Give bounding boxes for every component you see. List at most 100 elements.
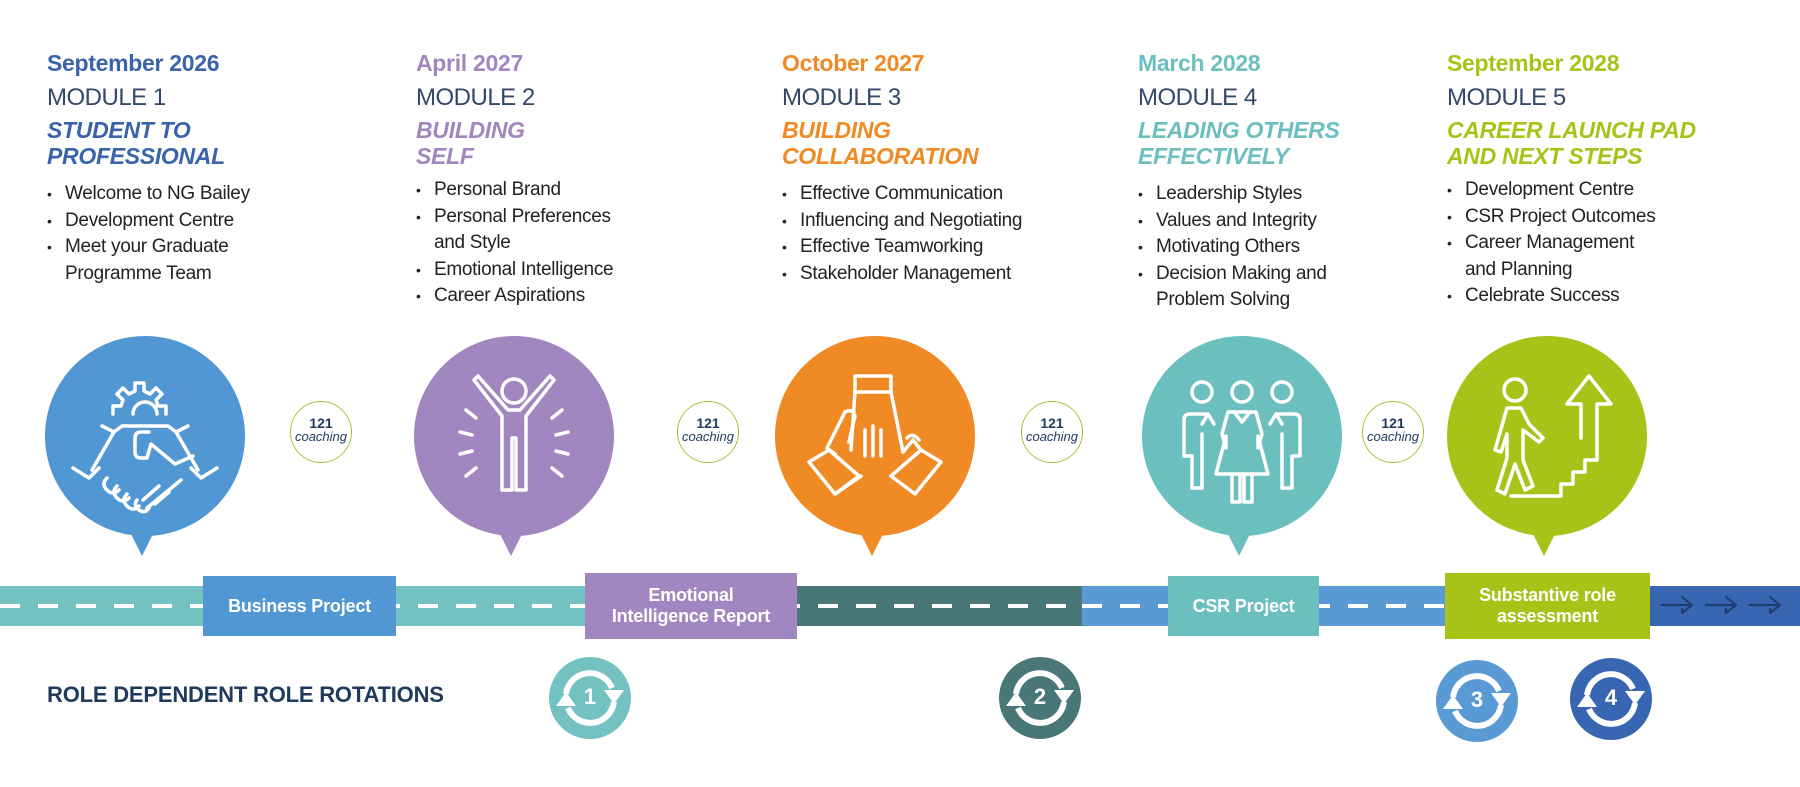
module-1-bubble — [45, 336, 245, 556]
list-item: Values and Integrity — [1138, 208, 1468, 235]
module-date: September 2026 — [47, 50, 220, 76]
timeline-segment-navy — [1650, 586, 1800, 626]
list-item: Career Management and Planning — [1447, 230, 1665, 283]
rotation-number: 1 — [583, 684, 597, 709]
module-title: BUILDING COLLABORATION — [782, 117, 1112, 169]
module-date: March 2028 — [1138, 50, 1261, 76]
rotation-3: 3 — [1435, 659, 1519, 743]
list-item: Development Centre — [47, 208, 377, 235]
list-item: Emotional Intelligence — [416, 257, 746, 284]
module-title-line: BUILDING — [782, 117, 891, 143]
rotation-cycle-icon — [1436, 660, 1518, 742]
module-title-line: LEADING OTHERS — [1138, 117, 1340, 143]
module-title-line: STUDENT TO — [47, 117, 191, 143]
list-item: Development Centre — [1447, 177, 1777, 204]
person-climbing-stairs-icon — [1493, 374, 1613, 498]
coaching-badge-2: 121 coaching — [677, 401, 739, 463]
coaching-label: coaching — [681, 429, 735, 444]
rotation-4: 4 — [1569, 657, 1653, 741]
rotation-number: 2 — [1033, 684, 1047, 709]
milestone-emotional-intelligence-report: Emotional Intelligence Report — [585, 573, 797, 639]
module-title: BUILDING SELF — [416, 117, 746, 169]
module-column-1: September 2026 MODULE 1 STUDENT TO PROFE… — [47, 48, 377, 287]
milestone-csr-project: CSR Project — [1168, 576, 1319, 636]
coaching-badge-3: 121 coaching — [1021, 401, 1083, 463]
rotation-cycle-icon — [999, 657, 1081, 739]
module-title-line: BUILDING — [416, 117, 525, 143]
list-item: Celebrate Success — [1447, 283, 1777, 310]
module-title-line: AND NEXT STEPS — [1447, 143, 1643, 169]
milestone-label: Business Project — [228, 595, 371, 616]
module-title: CAREER LAUNCH PAD AND NEXT STEPS — [1447, 117, 1777, 169]
list-item: Motivating Others — [1138, 234, 1468, 261]
list-item: Decision Making and Problem Solving — [1138, 261, 1356, 314]
module-topic-list: Effective Communication Influencing and … — [782, 181, 1112, 287]
module-date: October 2027 — [782, 50, 925, 76]
module-3-bubble — [775, 336, 975, 556]
list-item: Stakeholder Management — [782, 261, 1112, 288]
list-item: Effective Teamworking — [782, 234, 1112, 261]
milestone-label: CSR Project — [1192, 595, 1295, 616]
group-of-people-icon — [1182, 380, 1302, 504]
list-item: Influencing and Negotiating — [782, 208, 1112, 235]
module-title-line: EFFECTIVELY — [1138, 143, 1289, 169]
coaching-number: 121 — [696, 415, 720, 431]
milestone-label-line: Substantive role — [1479, 585, 1616, 605]
rotation-1: 1 — [548, 656, 632, 740]
track-dashes — [1082, 604, 1650, 608]
coaching-number: 121 — [309, 415, 333, 431]
rotation-2: 2 — [998, 656, 1082, 740]
list-item: Welcome to NG Bailey — [47, 181, 377, 208]
milestone-label-line: assessment — [1496, 606, 1599, 626]
list-item: Meet your Graduate Programme Team — [47, 234, 245, 287]
module-number: MODULE 2 — [416, 84, 535, 111]
module-date: September 2028 — [1447, 50, 1620, 76]
person-celebrating-icon — [458, 374, 570, 492]
coaching-badge-1: 121 coaching — [290, 401, 352, 463]
module-number: MODULE 5 — [1447, 84, 1566, 111]
module-5-bubble — [1447, 336, 1647, 556]
module-topic-list: Personal Brand Personal Preferences and … — [416, 177, 746, 310]
handshake-gear-icon — [71, 381, 219, 514]
role-rotations-heading: ROLE DEPENDENT ROLE ROTATIONS — [47, 682, 444, 707]
module-title-line: PROFESSIONAL — [47, 143, 225, 169]
module-topic-list: Leadership Styles Values and Integrity M… — [1138, 181, 1468, 314]
bubble-pointer — [1533, 534, 1555, 556]
coaching-label: coaching — [1025, 429, 1079, 444]
coaching-badge-4: 121 coaching — [1362, 401, 1424, 463]
bubble-pointer — [131, 534, 153, 556]
bubble-pointer — [500, 534, 522, 556]
coaching-number: 121 — [1040, 415, 1064, 431]
module-topic-list: Development Centre CSR Project Outcomes … — [1447, 177, 1777, 310]
module-number: MODULE 3 — [782, 84, 901, 111]
module-title: STUDENT TO PROFESSIONAL — [47, 117, 377, 169]
rotation-cycle-icon — [549, 657, 631, 739]
coaching-number: 121 — [1381, 415, 1405, 431]
list-item: Personal Brand — [416, 177, 746, 204]
forward-arrows-icon — [1660, 595, 1782, 615]
module-date: April 2027 — [416, 50, 523, 76]
module-column-3: October 2027 MODULE 3 BUILDING COLLABORA… — [782, 48, 1112, 287]
module-title-line: COLLABORATION — [782, 143, 979, 169]
list-item: Career Aspirations — [416, 283, 746, 310]
list-item: CSR Project Outcomes — [1447, 204, 1777, 231]
module-title: LEADING OTHERS EFFECTIVELY — [1138, 117, 1468, 169]
milestone-substantive-role-assessment: Substantive role assessment — [1445, 573, 1650, 639]
module-2-bubble — [414, 336, 614, 556]
module-title-line: SELF — [416, 143, 474, 169]
module-title-line: CAREER LAUNCH PAD — [1447, 117, 1696, 143]
coaching-label: coaching — [1366, 429, 1420, 444]
list-item: Personal Preferences and Style — [416, 204, 634, 257]
rotation-number: 4 — [1604, 685, 1618, 710]
module-number: MODULE 4 — [1138, 84, 1257, 111]
bubble-pointer — [1228, 534, 1250, 556]
module-column-5: September 2028 MODULE 5 CAREER LAUNCH PA… — [1447, 48, 1777, 310]
milestone-label-line: Intelligence Report — [611, 606, 771, 626]
track-dashes — [590, 604, 1082, 608]
milestone-label-line: Emotional — [648, 585, 734, 605]
module-number: MODULE 1 — [47, 84, 166, 111]
rotation-cycle-icon — [1570, 658, 1652, 740]
stacked-hands-icon — [807, 374, 943, 496]
module-topic-list: Welcome to NG Bailey Development Centre … — [47, 181, 377, 287]
bubble-pointer — [861, 534, 883, 556]
